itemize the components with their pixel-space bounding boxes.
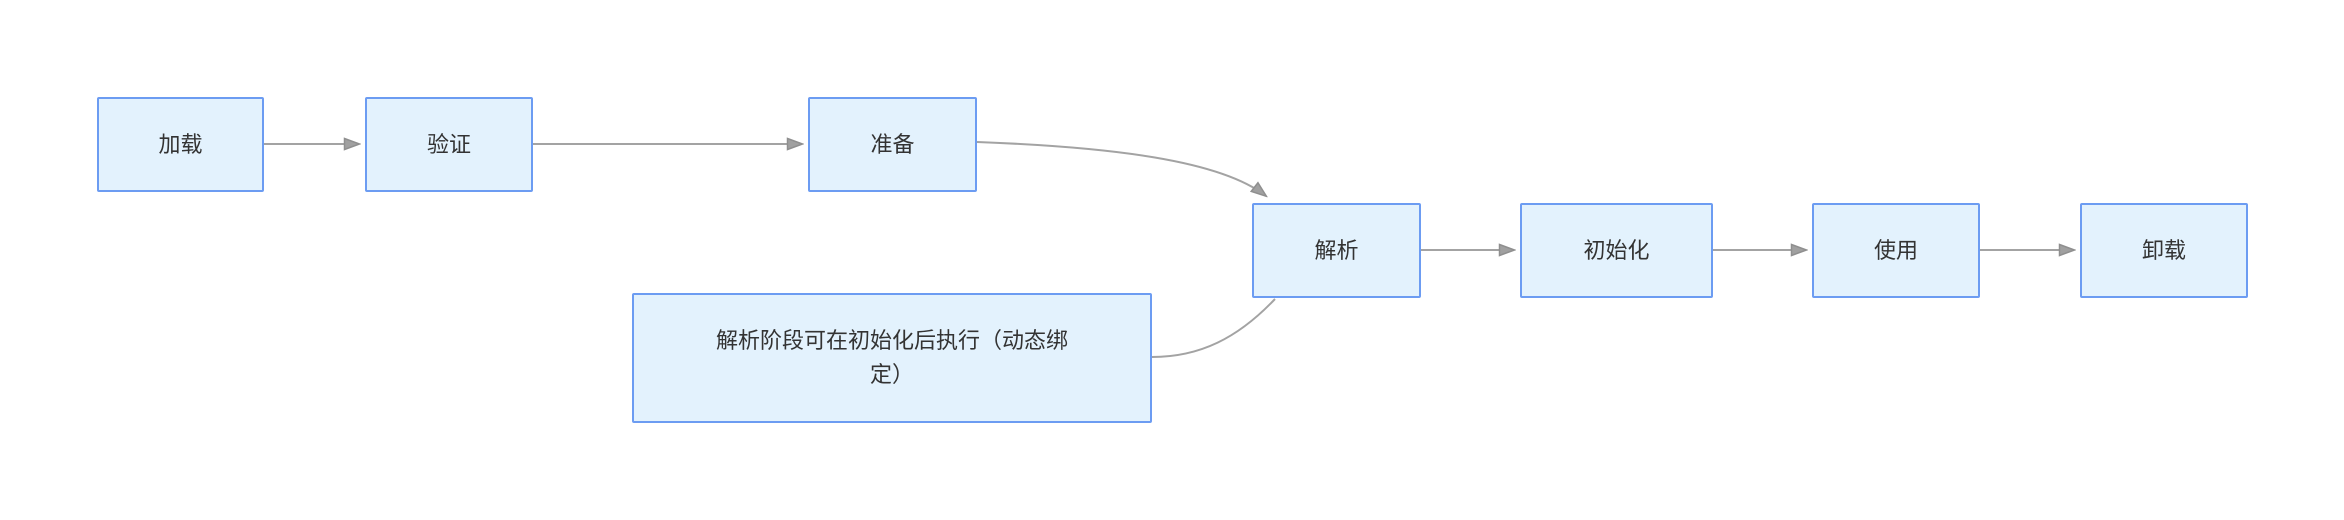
node-verify: 验证 [365, 97, 533, 192]
node-unload: 卸载 [2080, 203, 2248, 298]
note-box: 解析阶段可在初始化后执行（动态绑定） [632, 293, 1152, 423]
node-initialize: 初始化 [1520, 203, 1713, 298]
node-load: 加载 [97, 97, 264, 192]
node-prepare: 准备 [808, 97, 977, 192]
node-use: 使用 [1812, 203, 1980, 298]
node-resolve: 解析 [1252, 203, 1421, 298]
edge-prepare-resolve [976, 141, 1266, 196]
edge-note-resolve [1151, 298, 1276, 358]
